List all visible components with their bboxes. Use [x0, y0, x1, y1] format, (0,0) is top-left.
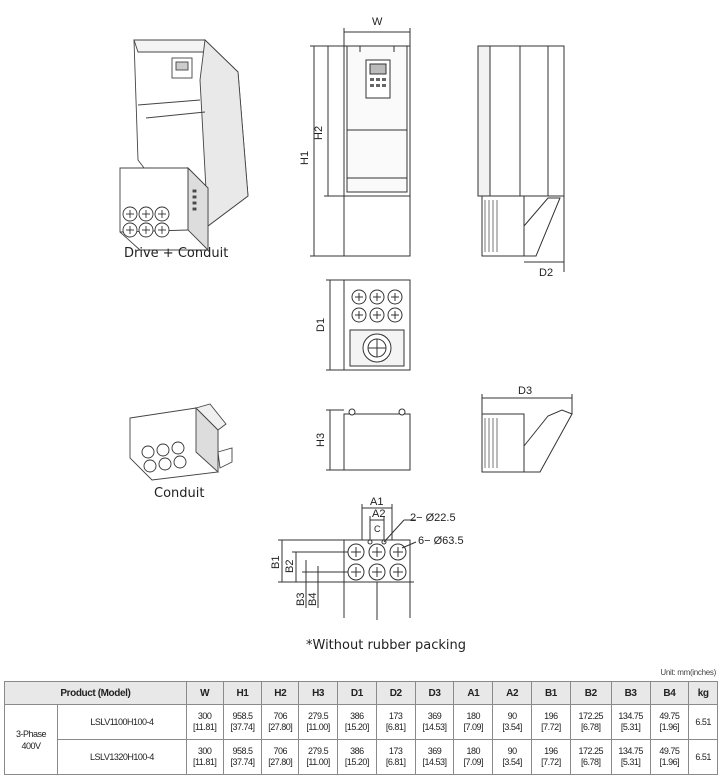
caption-conduit: Conduit — [154, 486, 205, 501]
header-d1: D1 — [336, 681, 377, 705]
dim-d2-label: D2 — [539, 267, 553, 279]
value-cell: 369[14.53] — [414, 739, 455, 775]
header-h2: H2 — [261, 681, 300, 705]
dim-h1-label: H1 — [299, 151, 311, 165]
dim-c-label: C — [374, 524, 381, 534]
value-cell: 300[11.81] — [185, 704, 224, 740]
caption-drive-conduit: Drive + Conduit — [124, 246, 229, 261]
value-cell: 706[27.80] — [261, 739, 300, 775]
value-cell: 49.75[1.96] — [649, 704, 690, 740]
value-cell: 386[15.20] — [336, 704, 377, 740]
front-view: W H1 H2 — [299, 16, 411, 257]
table-row: 3-Phase 400V LSLV1100H100-4 300[11.81] 9… — [3, 704, 718, 775]
conduit-hole-layout: A1 A2 C 2− Ø22.5 6− Ø63.5 B1 B2 B3 B4 — [270, 496, 464, 620]
value-cell: 706[27.80] — [261, 704, 300, 740]
value-cell: 196[7.72] — [531, 704, 571, 740]
table-header-row: Product (Model) W H1 H2 H3 D1 D2 D3 A1 A… — [4, 681, 718, 705]
value-cell: 90[3.54] — [492, 704, 533, 740]
header-kg: kg — [688, 681, 718, 705]
value-cell: 173[6.81] — [375, 704, 416, 740]
dimension-drawings: W H1 H2 D2 — [119, 16, 573, 620]
header-b2: B2 — [569, 681, 612, 705]
header-a2: A2 — [492, 681, 533, 705]
table-row: LSLV1320H100-4 300[11.81] 958.5[37.74] 7… — [5, 739, 718, 775]
header-h3: H3 — [298, 681, 338, 705]
value-cell: 279.5[11.00] — [298, 739, 338, 775]
value-cell: 49.75[1.96] — [649, 739, 690, 775]
phase-cell: 3-Phase 400V — [3, 704, 59, 775]
header-d2: D2 — [375, 681, 416, 705]
dim-b2-label: B2 — [284, 560, 296, 573]
dim-w-label: W — [372, 16, 383, 28]
value-cell: 173[6.81] — [375, 739, 416, 775]
value-cell: 196[7.72] — [531, 739, 571, 775]
isometric-drive-conduit — [119, 39, 249, 252]
bottom-view: D1 — [315, 279, 411, 371]
dim-a1-label: A1 — [370, 496, 383, 508]
side-view: D2 — [477, 45, 565, 279]
conduit-front-view: H3 — [315, 408, 411, 471]
value-cell: 279.5[11.00] — [298, 704, 338, 740]
header-b4: B4 — [649, 681, 690, 705]
value-cell: 300[11.81] — [185, 739, 224, 775]
header-w: W — [185, 681, 224, 705]
phase-line1: 3-Phase — [16, 728, 47, 739]
value-cell: 134.75[5.31] — [610, 739, 651, 775]
value-cell: 172.25[6.78] — [569, 704, 612, 740]
header-a1: A1 — [453, 681, 494, 705]
isometric-conduit — [129, 403, 233, 481]
unit-note: Unit: mm(inches) — [660, 668, 716, 677]
value-cell: 958.5[37.74] — [222, 739, 263, 775]
dim-h3-label: H3 — [315, 433, 327, 447]
kg-cell: 6.51 — [688, 704, 718, 740]
phase-line2: 400V — [21, 740, 42, 751]
header-product: Product (Model) — [4, 681, 187, 705]
dimensions-table: Product (Model) W H1 H2 H3 D1 D2 D3 A1 A… — [3, 681, 718, 775]
dim-d3-label: D3 — [518, 385, 532, 397]
value-cell: 90[3.54] — [492, 739, 533, 775]
header-d3: D3 — [414, 681, 455, 705]
value-cell: 180[7.09] — [453, 704, 494, 740]
hole-large-label: 6− Ø63.5 — [418, 535, 464, 547]
value-cell: 172.25[6.78] — [569, 739, 612, 775]
value-cell: 958.5[37.74] — [222, 704, 263, 740]
model-cell: LSLV1100H100-4 — [57, 704, 187, 740]
value-cell: 369[14.53] — [414, 704, 455, 740]
value-cell: 180[7.09] — [453, 739, 494, 775]
header-h1: H1 — [222, 681, 263, 705]
conduit-side-view: D3 — [481, 385, 573, 473]
value-cell: 134.75[5.31] — [610, 704, 651, 740]
hole-small-label: 2− Ø22.5 — [410, 512, 456, 524]
model-cell: LSLV1320H100-4 — [57, 739, 187, 775]
dim-h2-label: H2 — [313, 126, 325, 140]
dim-a2-label: A2 — [372, 508, 385, 520]
header-b3: B3 — [610, 681, 651, 705]
caption-without-packing: *Without rubber packing — [306, 638, 466, 653]
value-cell: 386[15.20] — [336, 739, 377, 775]
dim-b3-label: B3 — [295, 593, 307, 606]
dim-d1-label: D1 — [315, 318, 327, 332]
kg-cell: 6.51 — [688, 739, 718, 775]
header-b1: B1 — [531, 681, 571, 705]
dim-b4-label: B4 — [307, 593, 319, 606]
dim-b1-label: B1 — [270, 556, 282, 569]
